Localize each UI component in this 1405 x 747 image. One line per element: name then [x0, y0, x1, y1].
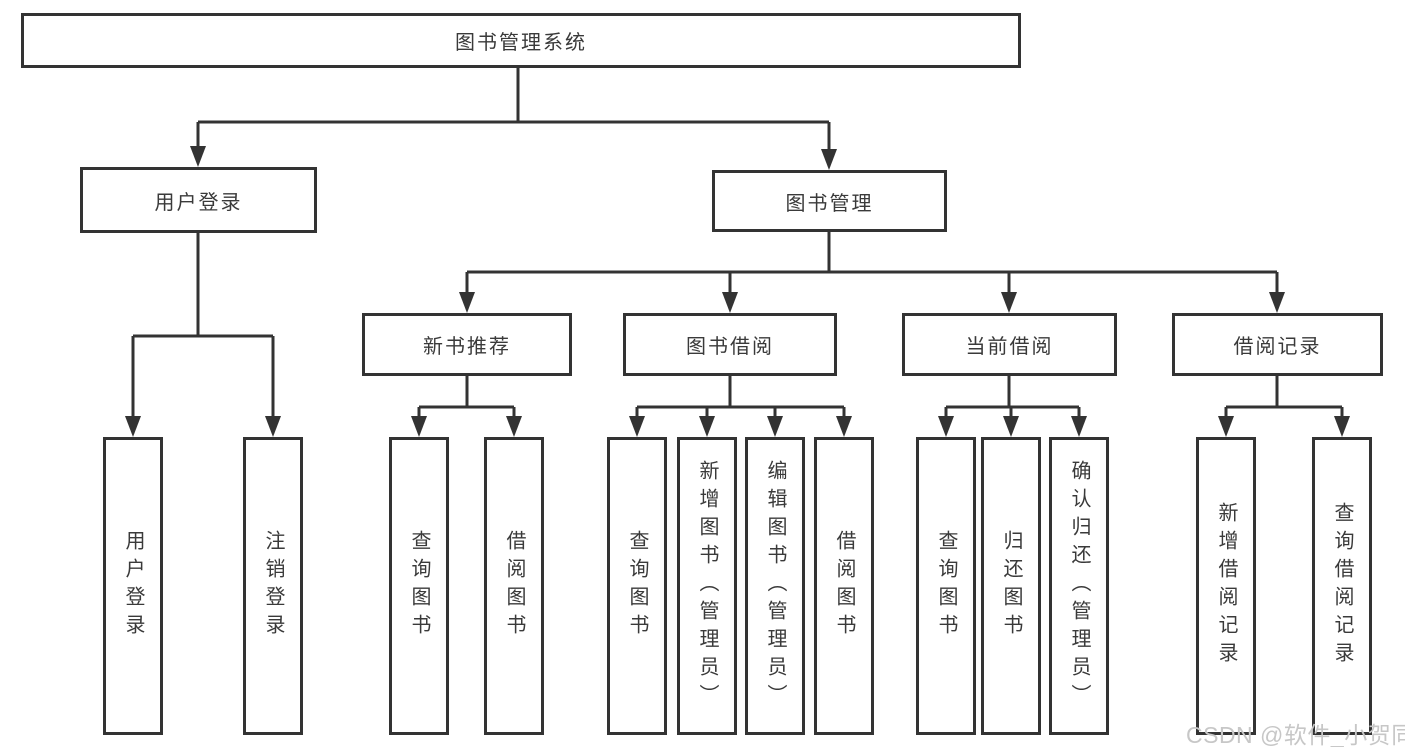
leaf-label: 借阅图书 [503, 530, 525, 642]
leaf-return-books: 归还图书 [981, 437, 1041, 735]
leaf-label: 查询借阅记录 [1331, 502, 1353, 670]
leaf-label: 用户登录 [122, 530, 144, 642]
arrow-down-icon [1071, 416, 1087, 437]
arrow-down-icon [1003, 416, 1019, 437]
leaf-label: 查询图书 [408, 530, 430, 642]
leaf-add-borrow-record: 新增借阅记录 [1196, 437, 1256, 735]
node-new-book-recommend: 新书推荐 [362, 313, 572, 376]
leaf-query-books: 查询图书 [916, 437, 976, 735]
node-user-login: 用户登录 [80, 167, 317, 233]
node-label: 借阅记录 [1233, 336, 1322, 358]
node-root-system: 图书管理系统 [21, 13, 1021, 68]
leaf-borrow-books: 借阅图书 [484, 437, 544, 735]
leaf-edit-books-admin: 编辑图书（管理员） [745, 437, 805, 735]
arrow-down-icon [506, 416, 522, 437]
arrow-down-icon [125, 416, 141, 437]
leaf-label: 新增借阅记录 [1215, 502, 1237, 670]
node-current-borrowing: 当前借阅 [902, 313, 1117, 376]
leaf-label: 归还图书 [1000, 530, 1022, 642]
arrow-down-icon [836, 416, 852, 437]
arrow-down-icon [722, 292, 738, 313]
arrow-down-icon [1269, 292, 1285, 313]
arrow-down-icon [1218, 416, 1234, 437]
leaf-label: 查询图书 [935, 530, 957, 642]
node-label: 新书推荐 [423, 336, 511, 358]
arrow-down-icon [265, 416, 281, 437]
node-label: 当前借阅 [965, 336, 1054, 358]
watermark: CSDN @软件_小贺同学 [1186, 722, 1405, 747]
arrow-down-icon [1001, 292, 1017, 313]
arrow-down-icon [699, 416, 715, 437]
leaf-confirm-return-admin: 确认归还（管理员） [1049, 437, 1109, 735]
arrow-down-icon [411, 416, 427, 437]
node-book-management: 图书管理 [712, 170, 947, 232]
node-label: 用户登录 [154, 191, 243, 214]
node-borrow-records: 借阅记录 [1172, 313, 1383, 376]
leaf-label: 确认归还（管理员） [1068, 460, 1090, 712]
arrow-down-icon [459, 292, 475, 313]
leaf-add-books-admin: 新增图书（管理员） [677, 437, 737, 735]
leaf-label: 查询图书 [626, 530, 648, 642]
node-label: 图书管理 [785, 192, 874, 215]
node-label: 图书借阅 [686, 336, 774, 358]
leaf-label: 编辑图书（管理员） [764, 460, 786, 712]
leaf-label: 新增图书（管理员） [696, 460, 718, 712]
leaf-query-borrow-record: 查询借阅记录 [1312, 437, 1372, 735]
leaf-borrow-books: 借阅图书 [814, 437, 874, 735]
node-book-borrowing: 图书借阅 [623, 313, 837, 376]
node-label: 图书管理系统 [455, 32, 587, 54]
leaf-user-login: 用户登录 [103, 437, 163, 735]
leaf-query-books: 查询图书 [607, 437, 667, 735]
arrow-down-icon [821, 149, 837, 170]
arrow-down-icon [629, 416, 645, 437]
arrow-down-icon [767, 416, 783, 437]
leaf-label: 注销登录 [262, 530, 284, 642]
arrow-down-icon [938, 416, 954, 437]
arrow-down-icon [1334, 416, 1350, 437]
arrow-down-icon [190, 146, 206, 167]
leaf-query-books: 查询图书 [389, 437, 449, 735]
leaf-label: 借阅图书 [833, 530, 855, 642]
leaf-logout: 注销登录 [243, 437, 303, 735]
